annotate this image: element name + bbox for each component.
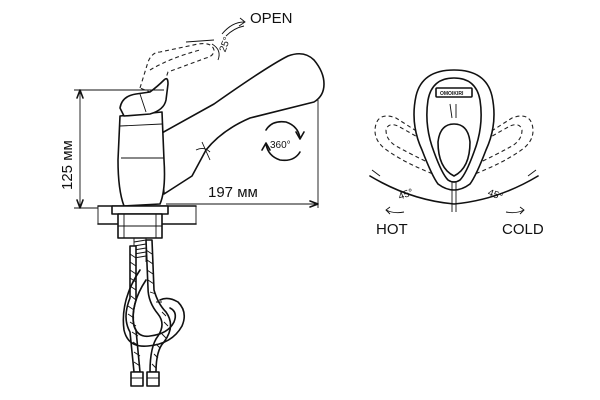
- mount-nut-detail: [118, 214, 162, 238]
- hose-nut-right: [146, 371, 160, 387]
- right-arrow-icon: [505, 206, 525, 215]
- base-flange: [111, 205, 169, 215]
- cold-label: COLD: [502, 221, 544, 238]
- open-label: OPEN: [250, 10, 293, 27]
- hot-angle-label: 45°: [397, 187, 415, 203]
- brand-plate: [435, 87, 473, 98]
- top-lever-ridge: [449, 103, 457, 119]
- cold-limit-line: [527, 169, 537, 177]
- spout: [159, 52, 325, 195]
- lever-seam: [139, 93, 147, 113]
- pullout-hose-loop-inner: [132, 279, 177, 338]
- lever-angle-arc: [211, 43, 220, 61]
- faucet-side-view: 25° OPEN: [59, 10, 325, 387]
- hot-label: HOT: [376, 221, 408, 238]
- height-dim-arrow-bottom: [76, 199, 84, 209]
- lever-angle-label: 25°: [218, 36, 234, 54]
- lever-angle-line: [185, 39, 215, 43]
- spout-pullout-line: [201, 141, 211, 161]
- lever-closed: [119, 77, 169, 117]
- hot-limit-line: [371, 169, 381, 177]
- lever-cold-position-inner: [467, 124, 523, 167]
- angle-arc: [369, 175, 539, 205]
- brand-label: OMOIKIRI: [440, 91, 464, 97]
- spout-joint: [195, 147, 211, 153]
- lever-hot-position-inner: [385, 124, 441, 167]
- reach-label: 197 мм: [208, 184, 258, 201]
- lever-open-position-edge: [149, 49, 201, 71]
- left-arrow-icon: [385, 206, 405, 215]
- reach-dim-arrow-right: [309, 200, 319, 208]
- faucet-body: [117, 111, 166, 207]
- rotate-360-icon: [261, 120, 305, 162]
- countertop-end: [97, 206, 197, 224]
- stud-threads: [133, 239, 147, 259]
- curved-arrow-icon: [221, 17, 246, 37]
- height-dim-arrow-top: [76, 89, 84, 99]
- hose-right-braid: [145, 249, 169, 369]
- cold-angle-label: 45°: [486, 188, 504, 204]
- hose-right: [145, 239, 172, 373]
- top-lever-grip: [437, 123, 471, 177]
- hose-nut-left: [130, 371, 144, 387]
- height-label: 125 мм: [59, 140, 76, 190]
- lever-open-position: [139, 43, 215, 97]
- body-ring-top: [119, 123, 163, 127]
- faucet-top-view: OMOIKIRI 45° 45° HOT COLD: [369, 69, 544, 238]
- rotation-label: 360°: [270, 140, 291, 151]
- pullout-hose-loop: [122, 269, 186, 347]
